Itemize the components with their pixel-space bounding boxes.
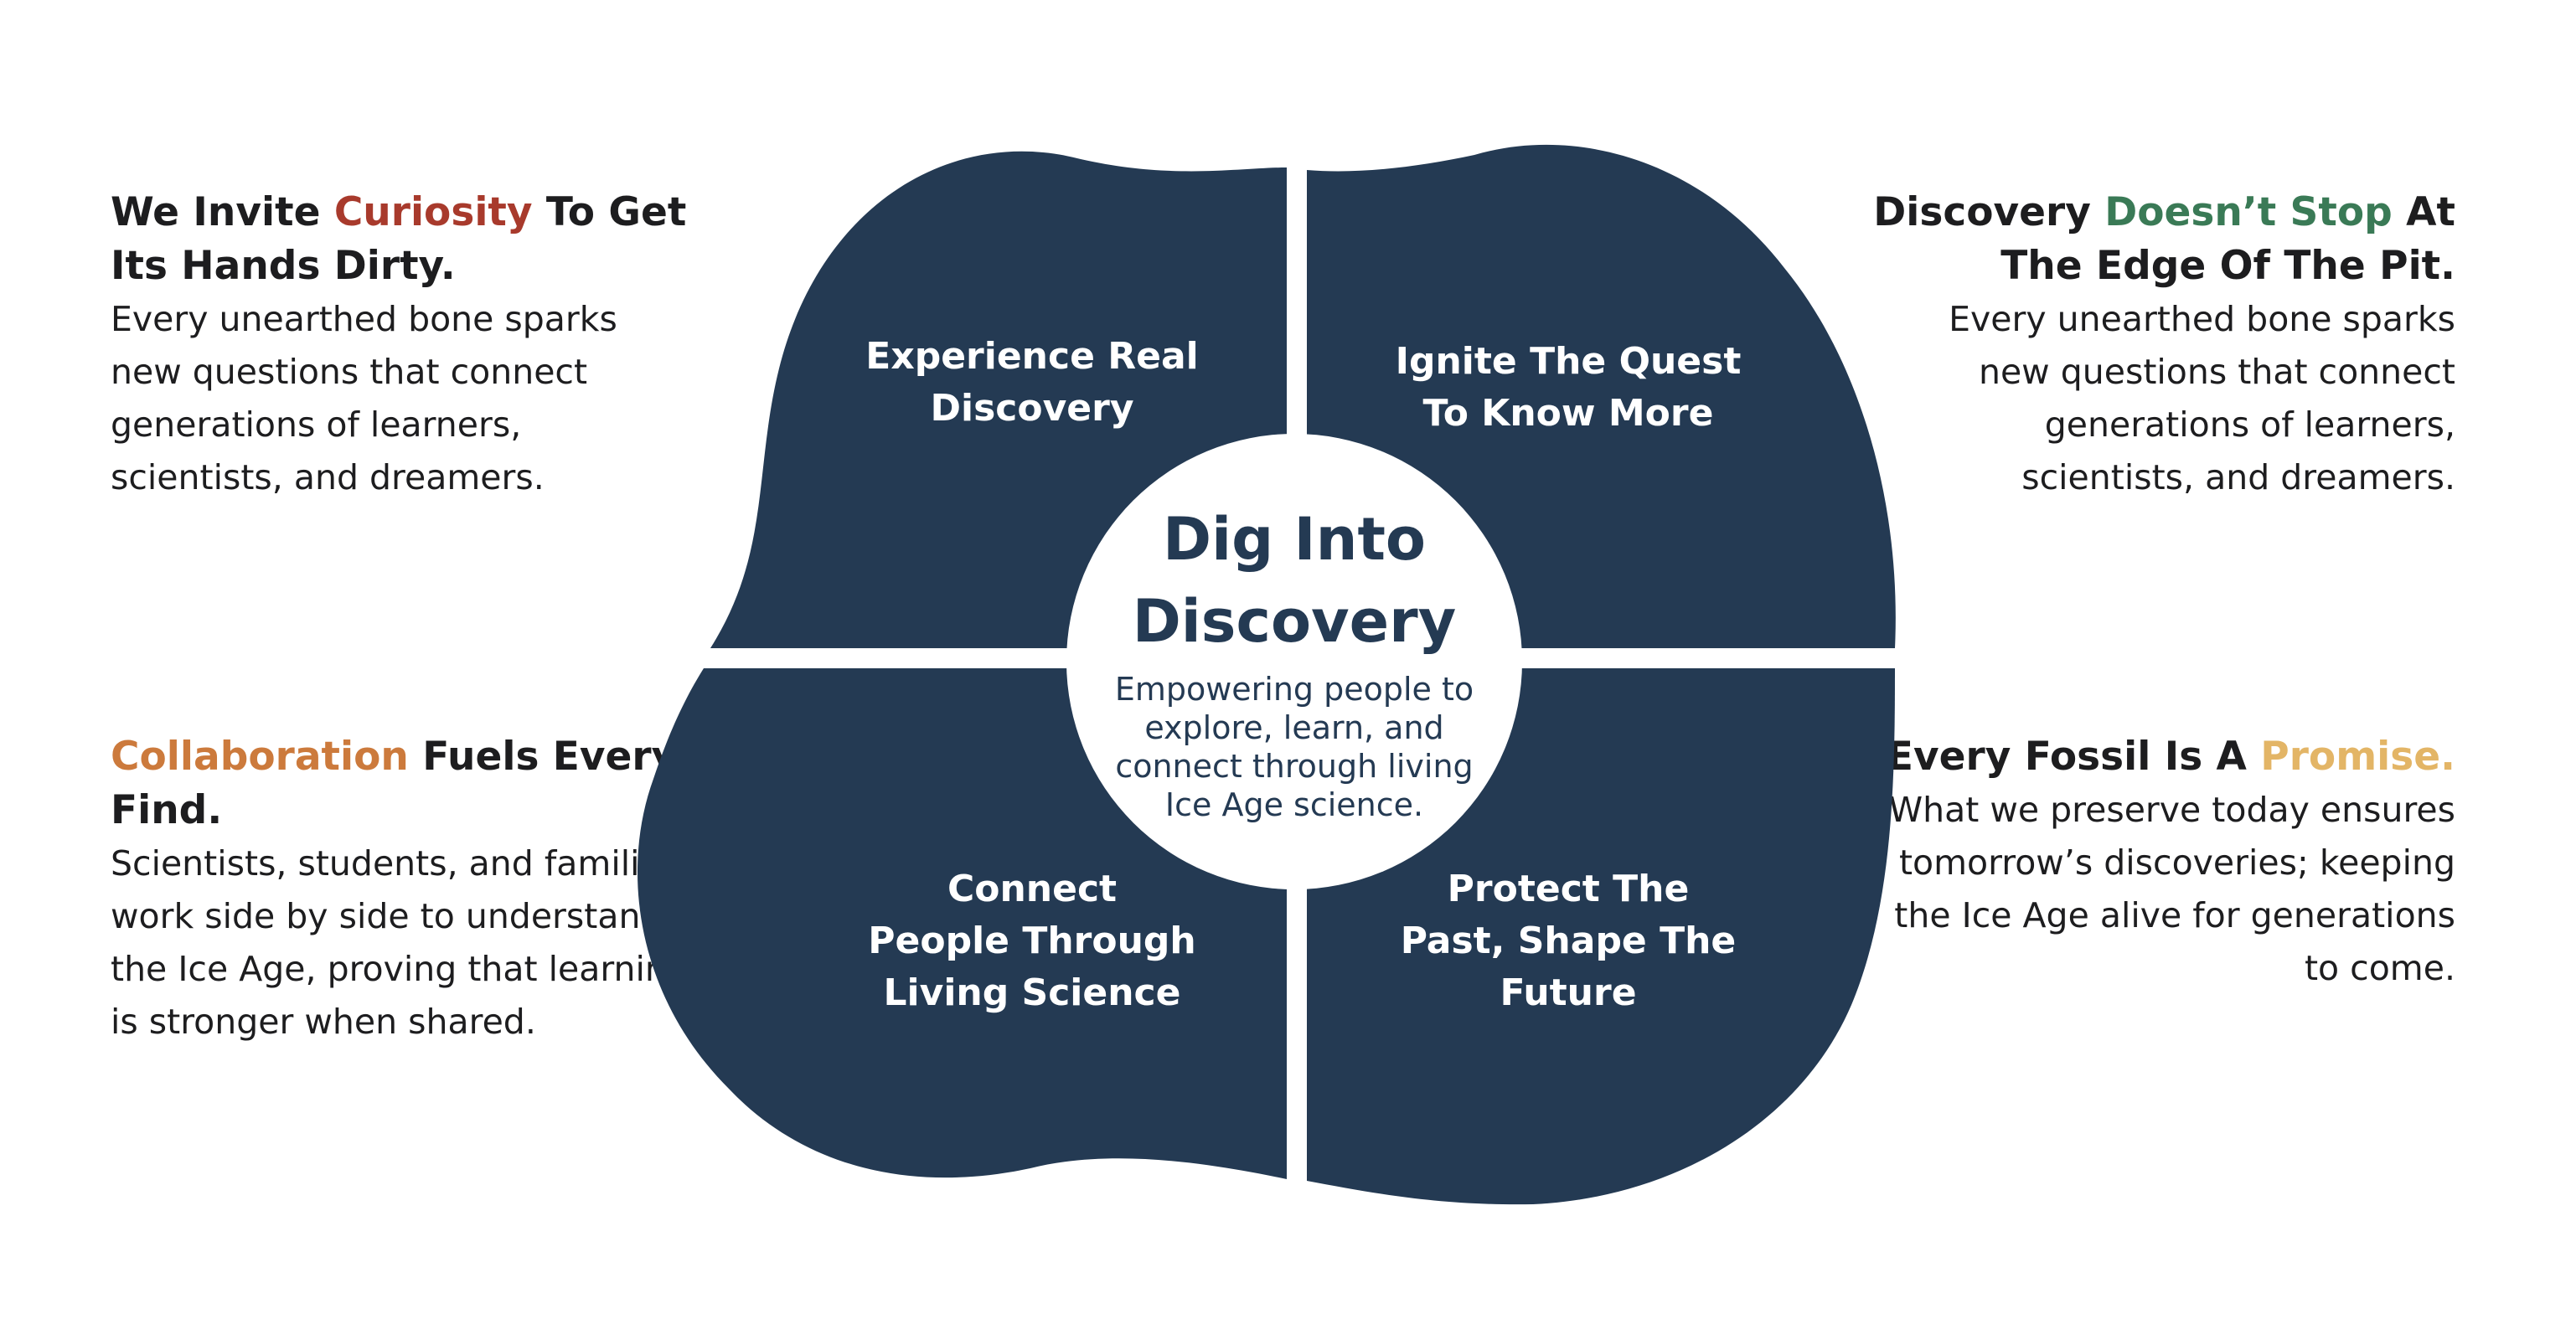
quadrant-protect-label: Past, Shape The bbox=[1401, 920, 1737, 962]
callout-collaboration: Collaboration Fuels Every Find. Scientis… bbox=[111, 730, 697, 1049]
heading-text: Discovery bbox=[1873, 189, 2105, 235]
callout-collaboration-heading: Collaboration Fuels Every Find. bbox=[111, 730, 697, 837]
heading-text: At The Edge Of The Pit. bbox=[2000, 189, 2455, 289]
heading-accent-word: Promise. bbox=[2260, 734, 2455, 780]
callout-curiosity-heading: We Invite Curiosity To Get Its Hands Dir… bbox=[111, 186, 697, 293]
heading-text: To Get Its Hands Dirty. bbox=[111, 189, 687, 289]
quadrant-protect-label: Future bbox=[1500, 971, 1636, 1014]
heading-accent-word: Curiosity bbox=[333, 189, 533, 235]
callout-discovery: Discovery Doesn’t Stop At The Edge Of Th… bbox=[1869, 186, 2455, 504]
quadrant-ignite-label: Ignite The Quest bbox=[1396, 340, 1742, 383]
callout-discovery-heading: Discovery Doesn’t Stop At The Edge Of Th… bbox=[1869, 186, 2455, 293]
heading-accent-word: Collaboration bbox=[111, 734, 409, 780]
callout-collaboration-body: Scientists, students, and families work … bbox=[111, 843, 689, 1042]
center-circle bbox=[1066, 434, 1522, 889]
callout-discovery-body: Every unearthed bone sparks new question… bbox=[1949, 299, 2455, 497]
quadrant-connect-label: Connect bbox=[947, 868, 1117, 910]
quadrant-ignite-label: To Know More bbox=[1423, 392, 1714, 435]
quadrant-experience-label: Discovery bbox=[930, 387, 1133, 430]
center-title: Dig Into bbox=[1163, 505, 1426, 574]
quadrant-protect-label: Protect The bbox=[1448, 868, 1690, 910]
quadrant-connect-label: Living Science bbox=[884, 971, 1181, 1014]
heading-text: Fuels Every Find. bbox=[111, 734, 678, 833]
callout-promise: Every Fossil Is A Promise. What we prese… bbox=[1869, 730, 2455, 995]
callout-curiosity-body: Every unearthed bone sparks new question… bbox=[111, 299, 617, 497]
callout-curiosity: We Invite Curiosity To Get Its Hands Dir… bbox=[111, 186, 697, 504]
quadrant-connect-label: People Through bbox=[868, 920, 1195, 962]
center-subtitle: Ice Age science. bbox=[1165, 786, 1423, 823]
center-subtitle: explore, learn, and bbox=[1144, 709, 1443, 746]
callout-promise-body: What we preserve today ensures tomorrow’… bbox=[1888, 790, 2455, 988]
heading-text: Every Fossil Is A bbox=[1886, 734, 2261, 780]
center-subtitle: connect through living bbox=[1115, 748, 1473, 785]
center-title: Discovery bbox=[1133, 587, 1457, 656]
heading-accent-word: Doesn’t Stop bbox=[2104, 189, 2393, 235]
heading-text: We Invite bbox=[111, 189, 334, 235]
quadrant-experience-label: Experience Real bbox=[865, 335, 1198, 378]
center-subtitle: Empowering people to bbox=[1115, 671, 1474, 708]
callout-promise-heading: Every Fossil Is A Promise. bbox=[1869, 730, 2455, 784]
